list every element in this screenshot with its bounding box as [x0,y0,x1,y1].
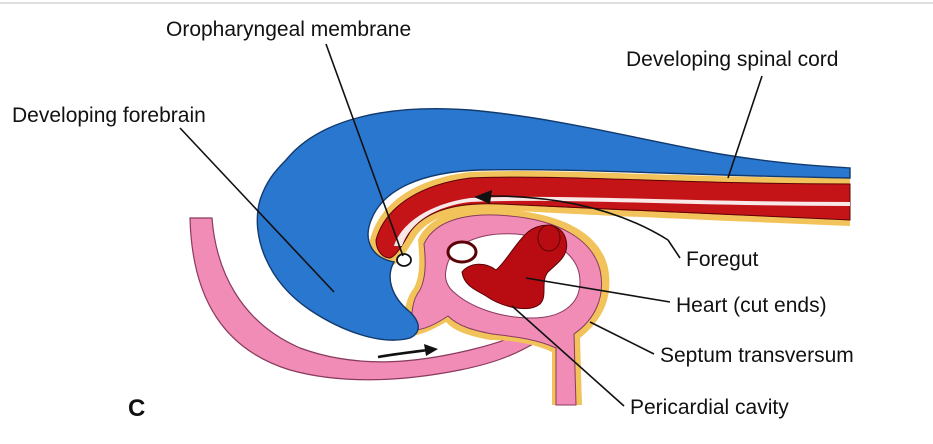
foregut-arrowhead [474,190,492,204]
leader-septum-transversum [589,321,655,355]
label-septum-transversum: Septum transversum [660,344,854,367]
leader-pericardial-cavity [511,305,625,407]
leader-oropharyngeal-membrane [325,43,404,257]
label-foregut: Foregut [686,248,759,271]
oropharyngeal-membrane [396,253,412,267]
panel-letter: C [128,395,145,422]
label-heart: Heart (cut ends) [676,294,827,317]
foregut-arrow [489,195,669,241]
label-developing-forebrain: Developing forebrain [12,104,206,127]
label-oropharyngeal-membrane: Oropharyngeal membrane [166,18,411,41]
flow-arrowhead [424,344,438,356]
heart-cut-end-2 [537,224,561,252]
leader-heart [525,277,671,303]
label-pericardial-cavity: Pericardial cavity [630,396,789,419]
leader-developing-forebrain [179,127,335,293]
leader-foregut [667,239,681,259]
flow-arrow [377,348,429,359]
neural-tube [256,107,851,341]
heart-cut-end-1 [446,240,478,264]
leader-developing-spinal-cord [727,75,763,179]
label-developing-spinal-cord: Developing spinal cord [626,48,838,71]
